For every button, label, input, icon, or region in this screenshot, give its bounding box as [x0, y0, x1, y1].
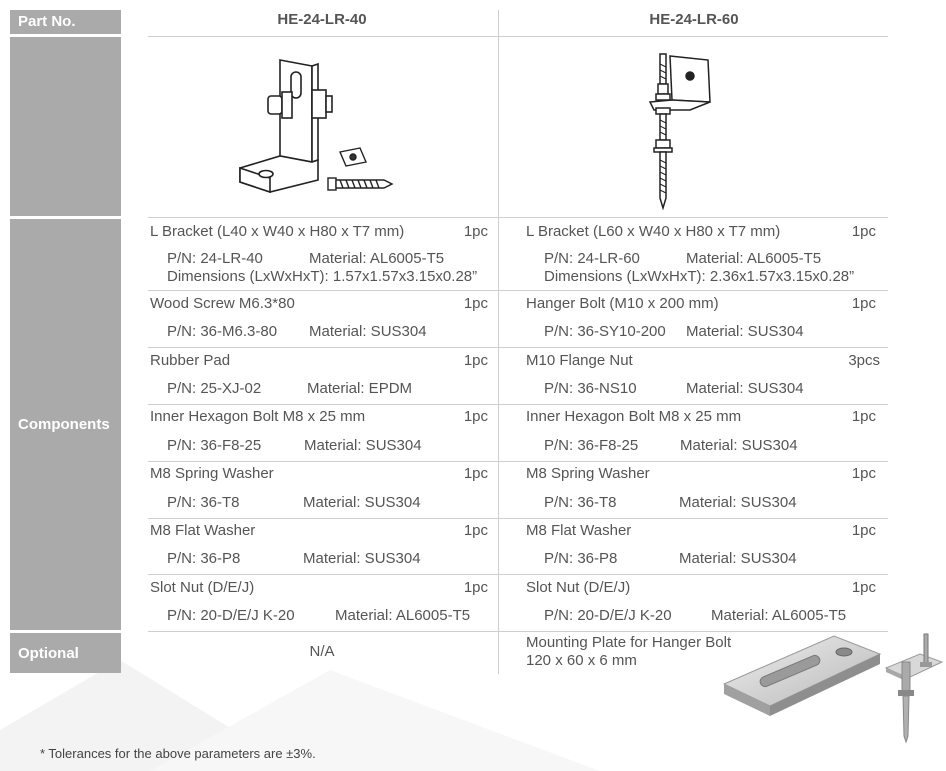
component-name: M8 Spring Washer: [526, 465, 650, 482]
material: Material: AL6005-T5: [309, 250, 445, 267]
l-bracket-60-image: [648, 53, 711, 210]
component-name: M8 Spring Washer: [150, 465, 274, 482]
optional-label-text: Optional: [18, 644, 79, 662]
material: Material: AL6005-T5: [686, 250, 822, 267]
l-bracket-40-image: [239, 59, 394, 194]
material: Material: AL6005-T5: [711, 607, 847, 624]
component-qty: 1pc: [851, 465, 876, 482]
divider-row-5: [148, 518, 888, 519]
component-qty: 1pc: [851, 579, 876, 596]
divider-row-6: [148, 574, 888, 575]
part-number: P/N: 24-LR-40: [167, 250, 263, 267]
mounting-plate-image: [722, 635, 882, 716]
component-name: Rubber Pad: [150, 352, 231, 369]
components-label: Components: [10, 219, 121, 630]
divider-row-2: [148, 347, 888, 348]
part-number: P/N: 36-M6.3-80: [167, 323, 278, 340]
optional-col1-value: N/A: [309, 643, 335, 660]
component-qty: 3pcs: [848, 352, 880, 369]
part-number: P/N: 36-P8: [167, 550, 241, 567]
divider-row-4: [148, 461, 888, 462]
components-label-text: Components: [18, 416, 110, 433]
component-name: Inner Hexagon Bolt M8 x 25 mm: [150, 408, 366, 425]
component-qty: 1pc: [851, 223, 876, 240]
divider-images: [148, 217, 888, 218]
background-decoration: [0, 660, 600, 771]
part-number: P/N: 36-NS10: [544, 380, 637, 397]
material: Material: EPDM: [307, 380, 413, 397]
component-name: Slot Nut (D/E/J): [526, 579, 631, 596]
part-no-label: Part No.: [10, 10, 121, 34]
component-qty: 1pc: [851, 295, 876, 312]
component-qty: 1pc: [463, 465, 488, 482]
component-name: M10 Flange Nut: [526, 352, 633, 369]
component-qty: 1pc: [463, 408, 488, 425]
part-number: P/N: 20-D/E/J K-20: [167, 607, 295, 624]
component-name: L Bracket (L40 x W40 x H80 x T7 mm): [150, 223, 405, 240]
part-number: P/N: 36-P8: [544, 550, 618, 567]
material: Material: SUS304: [309, 323, 427, 340]
material: Material: SUS304: [680, 437, 798, 454]
part-number: P/N: 25-XJ-02: [167, 380, 262, 397]
column-divider: [498, 10, 499, 674]
component-qty: 1pc: [463, 579, 488, 596]
dimensions: Dimensions (LxWxHxT): 2.36x1.57x3.15x0.2…: [544, 268, 855, 285]
component-name: Inner Hexagon Bolt M8 x 25 mm: [526, 408, 742, 425]
divider-header: [148, 36, 888, 37]
material: Material: SUS304: [304, 437, 422, 454]
column-header-1: HE-24-LR-40: [277, 11, 367, 28]
material: Material: SUS304: [679, 550, 797, 567]
part-number: P/N: 20-D/E/J K-20: [544, 607, 672, 624]
component-name: M8 Flat Washer: [526, 522, 632, 539]
component-qty: 1pc: [463, 352, 488, 369]
component-name: Hanger Bolt (M10 x 200 mm): [526, 295, 719, 312]
component-name: Wood Screw M6.3*80: [150, 295, 295, 312]
part-number: P/N: 36-SY10-200: [544, 323, 666, 340]
component-qty: 1pc: [851, 408, 876, 425]
column-header-2: HE-24-LR-60: [649, 11, 739, 28]
divider-row-7: [148, 631, 888, 632]
part-number: P/N: 36-T8: [544, 494, 617, 511]
material: Material: AL6005-T5: [335, 607, 471, 624]
material: Material: SUS304: [686, 323, 804, 340]
mounting-plate-assembly-image: [884, 633, 944, 744]
component-qty: 1pc: [463, 522, 488, 539]
material: Material: SUS304: [679, 494, 797, 511]
component-name: L Bracket (L60 x W40 x H80 x T7 mm): [526, 223, 781, 240]
material: Material: SUS304: [303, 550, 421, 567]
material: Material: SUS304: [303, 494, 421, 511]
component-name: Slot Nut (D/E/J): [150, 579, 255, 596]
optional-col2-size: 120 x 60 x 6 mm: [526, 652, 637, 669]
part-number: P/N: 36-F8-25: [544, 437, 639, 454]
material: Material: SUS304: [686, 380, 804, 397]
part-number: P/N: 36-F8-25: [167, 437, 262, 454]
component-name: M8 Flat Washer: [150, 522, 256, 539]
optional-label: Optional: [10, 633, 121, 673]
part-number: P/N: 36-T8: [167, 494, 240, 511]
divider-row-1: [148, 290, 888, 291]
divider-row-3: [148, 404, 888, 405]
image-label-cell: [10, 37, 121, 216]
optional-col2-name: Mounting Plate for Hanger Bolt: [526, 634, 732, 651]
footnote: * Tolerances for the above parameters ar…: [40, 746, 316, 761]
dimensions: Dimensions (LxWxHxT): 1.57x1.57x3.15x0.2…: [167, 268, 478, 285]
part-number: P/N: 24-LR-60: [544, 250, 640, 267]
component-qty: 1pc: [463, 295, 488, 312]
component-qty: 1pc: [851, 522, 876, 539]
component-qty: 1pc: [463, 223, 488, 240]
